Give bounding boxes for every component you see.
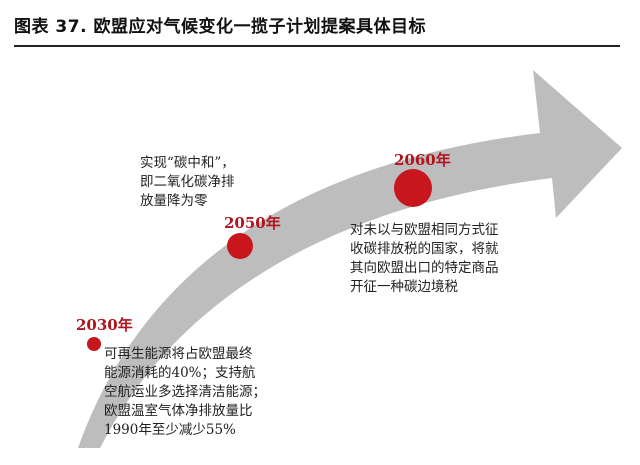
milestone-year-2050: 2050年 bbox=[224, 214, 281, 232]
title-underline bbox=[14, 45, 620, 47]
milestone-note-2050: 实现“碳中和”， 即二氧化碳净排 放量降为零 bbox=[140, 154, 235, 211]
note-line: 放量降为零 bbox=[140, 193, 208, 209]
note-line: 收碳排放税的国家，将就 bbox=[350, 241, 499, 257]
growth-arrow bbox=[78, 70, 622, 448]
milestone-note-2030: 可再生能源将占欧盟最终 能源消耗的40%；支持航 空航运业多选择清洁能源； 欧盟… bbox=[104, 345, 266, 440]
note-line: 其向欧盟出口的特定商品 bbox=[350, 260, 499, 276]
note-line: 开征一种碳边境税 bbox=[350, 279, 458, 295]
milestone-dot-2060 bbox=[394, 169, 432, 207]
note-line: 对未以与欧盟相同方式征 bbox=[350, 222, 499, 238]
note-line: 能源消耗的40%；支持航 bbox=[104, 365, 256, 381]
note-line: 空航运业多选择清洁能源； bbox=[104, 384, 266, 400]
milestone-note-2060: 对未以与欧盟相同方式征 收碳排放税的国家，将就 其向欧盟出口的特定商品 开征一种… bbox=[350, 221, 499, 297]
milestone-dot-2050 bbox=[227, 233, 253, 259]
figure-title: 图表 37. 欧盟应对气候变化一揽子计划提案具体目标 bbox=[14, 17, 426, 37]
note-line: 即二氧化碳净排 bbox=[140, 174, 235, 190]
note-line: 欧盟温室气体净排放量比 bbox=[104, 403, 253, 419]
milestone-dot-2030 bbox=[87, 337, 101, 351]
note-line: 1990年至少减少55% bbox=[104, 422, 236, 438]
note-line: 可再生能源将占欧盟最终 bbox=[104, 346, 253, 362]
milestone-year-2060: 2060年 bbox=[394, 151, 451, 169]
milestone-year-2030: 2030年 bbox=[76, 316, 133, 334]
note-line: 实现“碳中和”， bbox=[140, 155, 235, 171]
